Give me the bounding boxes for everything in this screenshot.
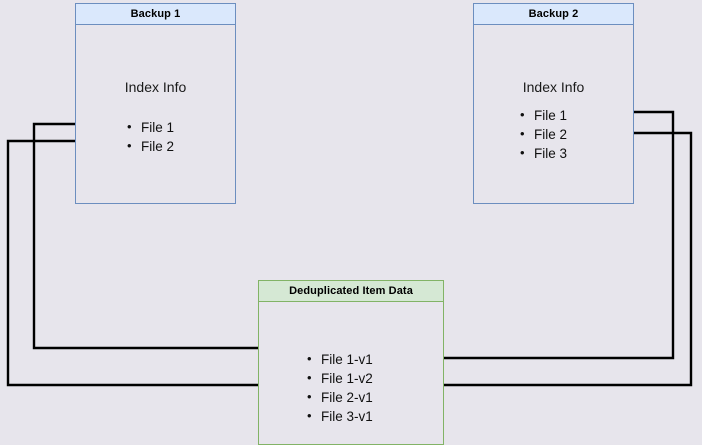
list-item: File 2 (520, 124, 567, 144)
node-backup-2-center-label: Index Info (522, 79, 585, 95)
node-backup-2[interactable]: Backup 2 Index Info File 1 File 2 File 3 (473, 3, 634, 204)
node-backup-2-body: Index Info File 1 File 2 File 3 (474, 25, 633, 203)
node-backup-1-body: Index Info File 1 File 2 (76, 25, 235, 203)
node-backup-1-file-list: File 1 File 2 (127, 117, 174, 156)
list-item: File 1-v2 (307, 368, 373, 388)
node-backup-2-file-list: File 1 File 2 File 3 (520, 105, 567, 163)
list-item: File 3-v1 (307, 406, 373, 426)
node-backup-1-header: Backup 1 (76, 4, 235, 25)
list-item: File 2-v1 (307, 387, 373, 407)
node-deduplicated-item-data-body: File 1-v1 File 1-v2 File 2-v1 File 3-v1 (259, 302, 443, 444)
list-item: File 3 (520, 143, 567, 163)
node-deduplicated-item-data-header: Deduplicated Item Data (259, 281, 443, 302)
node-deduplicated-item-data[interactable]: Deduplicated Item Data File 1-v1 File 1-… (258, 280, 444, 445)
list-item: File 1-v1 (307, 349, 373, 369)
node-backup-1[interactable]: Backup 1 Index Info File 1 File 2 (75, 3, 236, 204)
list-item: File 1 (520, 105, 567, 125)
node-backup-1-center-label: Index Info (124, 79, 187, 95)
list-item: File 1 (127, 117, 174, 137)
node-deduplicated-item-data-file-list: File 1-v1 File 1-v2 File 2-v1 File 3-v1 (307, 349, 373, 426)
node-backup-2-header: Backup 2 (474, 4, 633, 25)
list-item: File 2 (127, 136, 174, 156)
